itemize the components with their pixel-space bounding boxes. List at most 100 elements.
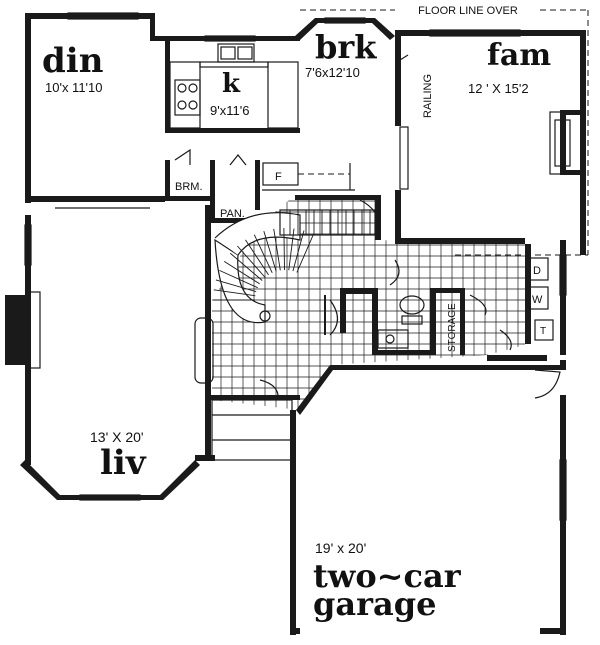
bath-sink: [377, 329, 409, 349]
wall-top-din: [25, 13, 155, 19]
wall-laundry-bottom: [487, 355, 547, 361]
wall-top-kitchen: [150, 36, 300, 41]
stair-tread: [237, 245, 266, 278]
stair-tread: [253, 234, 273, 274]
wall-bath-top-left: [340, 288, 378, 294]
kitchen-range: [174, 79, 201, 116]
kitchen-sink: [217, 43, 255, 63]
tub-label: T: [540, 326, 546, 337]
room-name-k: k: [222, 69, 241, 99]
stair-tread: [213, 289, 256, 297]
wall-garage-top: [296, 365, 560, 415]
room-name-fam: fam: [487, 38, 551, 73]
pan-label: PAN.: [220, 208, 245, 220]
fireplace-liv-hearth: [9, 299, 29, 361]
sink-basin-left: [220, 46, 236, 60]
door-pan: [229, 154, 247, 166]
room-name-din: din: [42, 41, 103, 81]
fireplace-fam-outer: [560, 110, 580, 175]
room-dims-liv: 13' X 20': [90, 429, 144, 445]
room-dims-brk: 7'6x12'10: [305, 65, 360, 80]
wall-brm-left: [165, 160, 170, 200]
dryer: [527, 257, 549, 281]
stair-landing: [279, 209, 376, 236]
wall-right-garage-stub: [560, 360, 566, 370]
wall-kitchen-step: [150, 13, 155, 41]
storage-label: STORAGE: [447, 303, 458, 352]
wall-right-fam: [580, 30, 586, 255]
stair-curve-inner: [214, 238, 266, 324]
entry-porch: [211, 399, 293, 461]
stair-tread: [245, 239, 269, 276]
door-liv: [259, 379, 279, 401]
room-dims-fam: 12 ' X 15'2: [468, 81, 529, 96]
fireplace-liv-front: [29, 291, 41, 369]
stair-tread: [219, 269, 258, 289]
wall-right-liv: [205, 205, 211, 460]
wall-pan-left: [210, 160, 215, 220]
washer-label: W: [532, 294, 543, 306]
wall-garage-bottom-left: [290, 628, 300, 634]
stair-tread: [215, 279, 257, 293]
window-fam: [429, 29, 521, 37]
wall-storage-right: [460, 288, 465, 355]
window-din: [67, 12, 139, 20]
fireplace-fam-box: [554, 119, 571, 167]
window-liv-bay: [79, 494, 141, 501]
kitchen-counter-top: [199, 61, 269, 68]
stair-tread: [296, 233, 315, 273]
room-dims-k: 9'x11'6: [210, 103, 249, 118]
wall-brm-bottom: [165, 196, 215, 201]
wall-laundry-right: [560, 240, 566, 355]
bath-sink-bowl: [385, 334, 395, 344]
room-name-garage-line2: garage: [313, 585, 436, 623]
brm-label: BRM.: [175, 181, 203, 193]
wall-storage-top: [430, 288, 465, 293]
dryer-label: D: [533, 265, 541, 277]
floor-line-label: FLOOR LINE OVER: [418, 5, 518, 17]
room-name-garage-line1: two~car: [313, 557, 462, 595]
railing: [399, 126, 409, 190]
railing-arrow: [399, 54, 409, 61]
toilet-bowl: [399, 295, 425, 315]
wall-garage-bottom-right: [540, 628, 565, 634]
wall-brk-fam: [395, 36, 401, 126]
door-hall: [389, 259, 400, 286]
stair-newel: [259, 310, 271, 322]
burner-2: [188, 83, 198, 93]
liv-step: [194, 317, 214, 384]
wall-top-fam: [395, 30, 585, 36]
door-stair: [359, 199, 381, 231]
fridge-label: F: [275, 171, 282, 183]
door-laundry: [469, 294, 487, 316]
wall-brk-bay: [295, 18, 395, 40]
stair-upper: [214, 212, 301, 256]
door-laundry-2: [499, 329, 512, 351]
wall-stair-top: [295, 195, 380, 200]
wall-bath-bottom: [372, 350, 434, 355]
stair-tread: [273, 228, 281, 271]
window-laundry: [559, 254, 567, 296]
sink-basin-right: [237, 46, 253, 60]
room-dims-din: 10'x 11'10: [45, 80, 103, 95]
window-kitchen: [204, 35, 256, 42]
wall-closet-left: [340, 288, 346, 333]
burner-1: [177, 83, 187, 93]
room-name-liv: liv: [100, 443, 147, 483]
wall-kitchen-left: [165, 36, 170, 133]
wall-fam-left-lower: [395, 190, 401, 244]
door-garage-side: [534, 369, 561, 399]
railing-label: RAILING: [422, 74, 434, 118]
landing-treads: [289, 210, 371, 235]
room-name-brk: brk: [315, 28, 377, 66]
fireplace-fam: [549, 111, 583, 175]
wall-right-garage: [560, 395, 566, 635]
stair-tread: [229, 252, 263, 281]
window-brk: [324, 17, 366, 24]
wall-bottom-fam: [395, 238, 525, 244]
wall-din-liv: [25, 196, 165, 202]
wall-pan-bottom: [210, 218, 255, 223]
wall-left-din: [25, 13, 31, 203]
door-closet-arc: [329, 299, 339, 336]
